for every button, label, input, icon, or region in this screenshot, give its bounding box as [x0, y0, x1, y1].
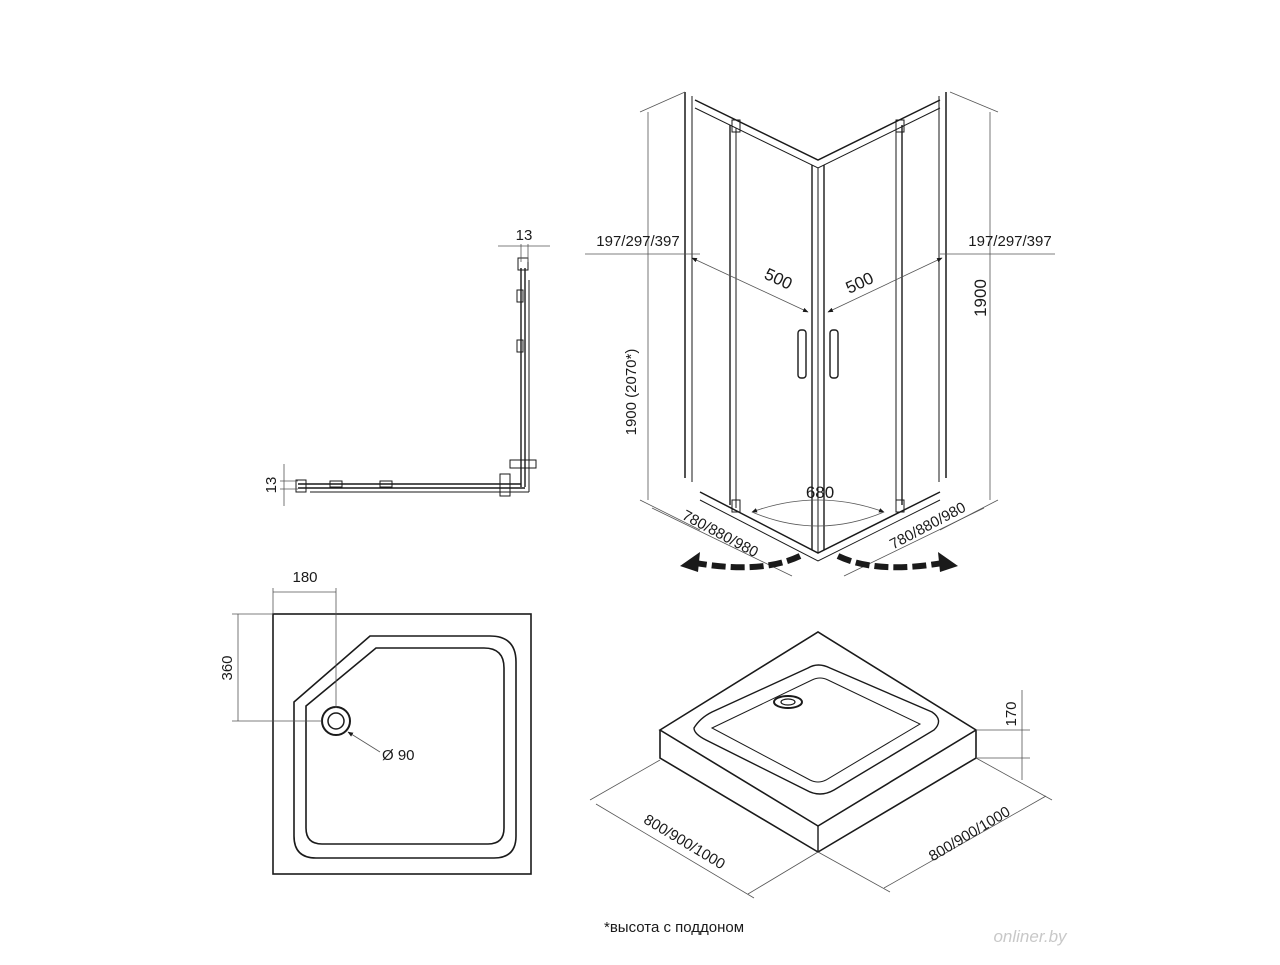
- dim-tray-width-right-label: 800/900/1000: [926, 803, 1013, 865]
- enclosure-view: 197/297/397 197/297/397 500 500 1900 (20…: [585, 91, 1055, 577]
- tray-iso-view: 170 800/900/1000 800/900/1000: [589, 631, 1053, 899]
- profile-dim-top: 13: [498, 227, 550, 262]
- profile-dim-left-label: 13: [263, 477, 280, 494]
- tray-iso-drain: [773, 695, 803, 709]
- enclosure-frame: [684, 92, 947, 562]
- left-door-handle: [797, 329, 807, 379]
- dim-height-right-label: 1900: [971, 279, 990, 317]
- tray-inner-outer: [293, 635, 517, 859]
- tray-iso-top: [658, 631, 978, 827]
- watermark: onliner.by: [993, 927, 1068, 946]
- left-swing-arrow: [689, 553, 802, 571]
- tray-iso-basin-outer: [693, 664, 940, 795]
- drain-outer: [321, 706, 351, 736]
- dim-tray-height-label: 170: [1003, 701, 1020, 726]
- drain-inner: [327, 712, 345, 730]
- right-swing-arrow: [836, 553, 949, 571]
- profile-frame: [295, 257, 537, 497]
- dim-door-right-label: 500: [843, 268, 877, 297]
- dim-side-left-label: 780/880/980: [679, 507, 761, 561]
- tray-iso-basin-inner: [710, 677, 922, 783]
- dim-tray-width-left-label: 800/900/1000: [641, 811, 728, 873]
- tray-plan-view: 180 360 Ø 90: [219, 569, 532, 875]
- tray-iso-dims: [589, 690, 1053, 899]
- right-door-handle: [829, 329, 839, 379]
- tray-outline: [272, 613, 532, 875]
- tray-plan-dims: [232, 588, 381, 753]
- dim-entry-label: 680: [806, 483, 834, 502]
- profile-dim-top-label: 13: [516, 227, 533, 244]
- enclosure-dimension-lines: [585, 91, 1055, 577]
- tray-inner-inner: [305, 647, 505, 845]
- dim-panel-right-label: 197/297/397: [968, 233, 1051, 250]
- footnote: *высота с поддоном: [604, 919, 744, 936]
- dim-side-right-label: 780/880/980: [887, 499, 969, 553]
- dim-door-left-label: 500: [761, 264, 795, 293]
- dim-offset-y-label: 360: [219, 655, 236, 680]
- dim-drain-label: Ø 90: [382, 747, 415, 764]
- dim-height-left-label: 1900 (2070*): [623, 349, 640, 436]
- profile-view: 13 13: [263, 227, 550, 506]
- dim-panel-left-label: 197/297/397: [596, 233, 679, 250]
- dim-offset-x-label: 180: [292, 569, 317, 586]
- profile-dim-left: 13: [263, 464, 298, 506]
